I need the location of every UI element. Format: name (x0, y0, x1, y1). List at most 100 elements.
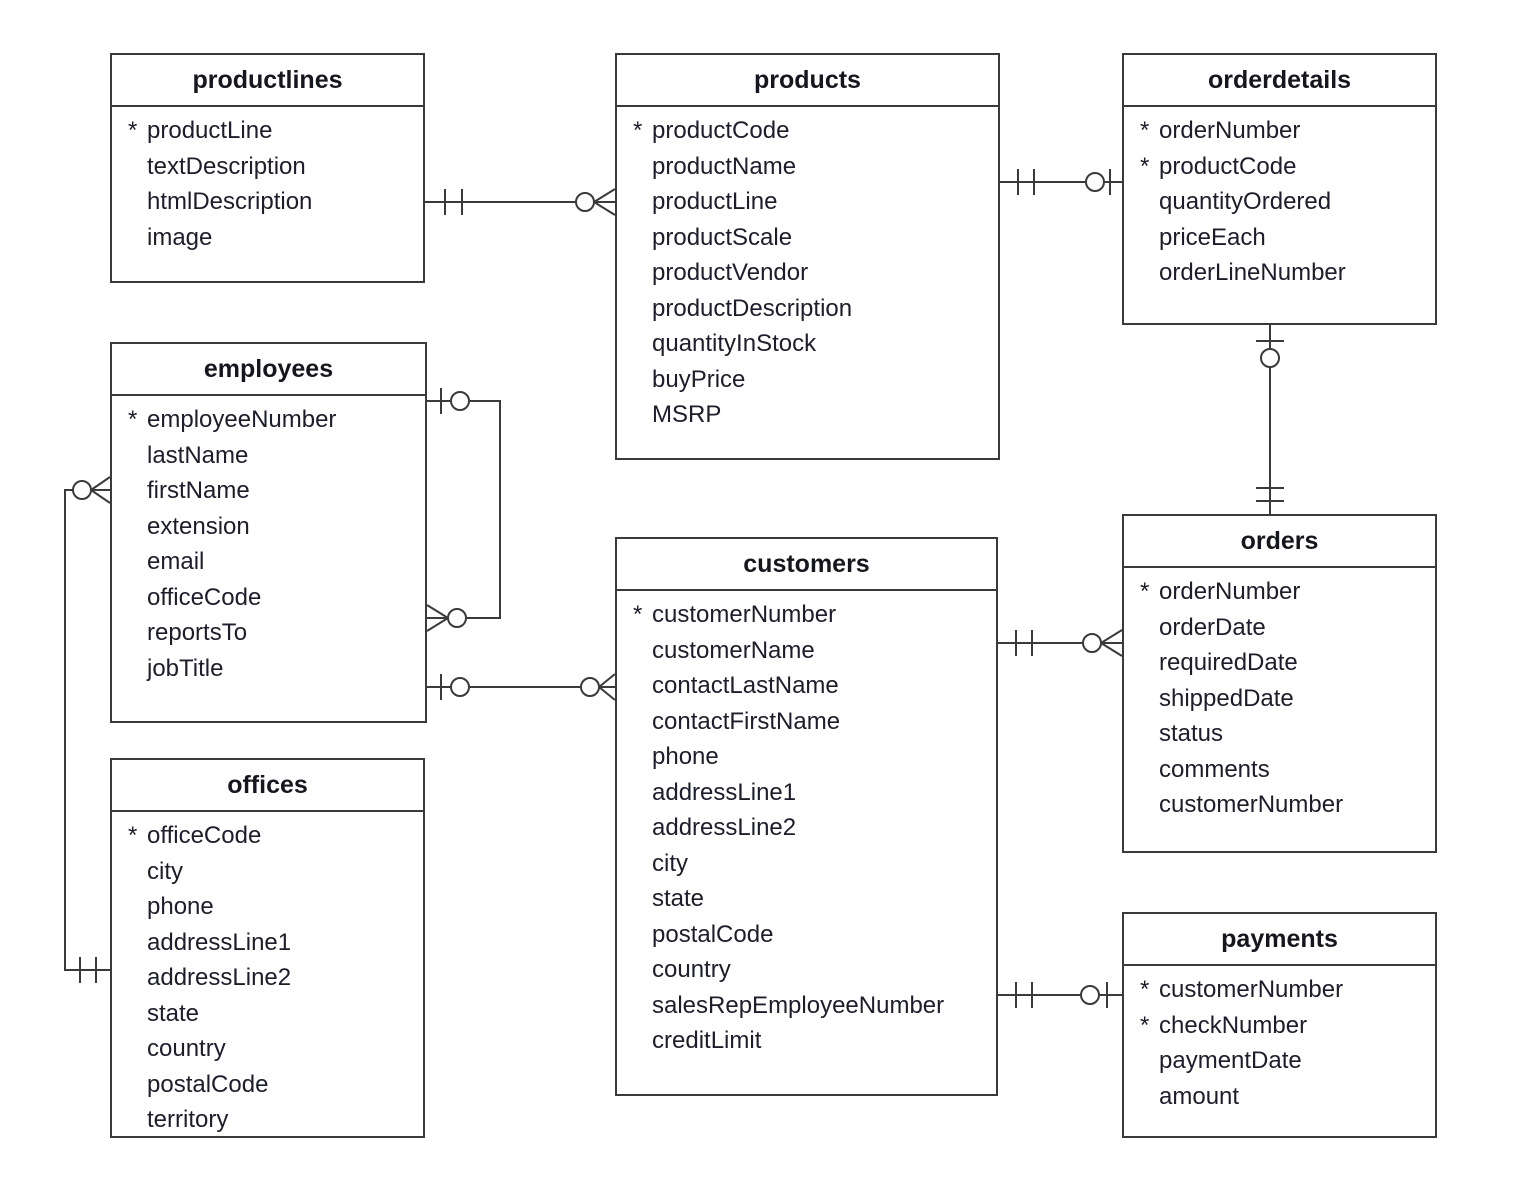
entity-title: orders (1124, 516, 1435, 568)
field-name: buyPrice (652, 365, 746, 393)
field-row: paymentDate (1140, 1043, 1431, 1079)
entity-products: products *productCode productName produc… (615, 53, 1000, 460)
field-row: quantityInStock (633, 326, 994, 362)
field-name: state (652, 885, 705, 912)
cardinality-zero-or-one (1085, 169, 1111, 195)
field-name: customerNumber (652, 601, 837, 628)
field-row: contactLastName (633, 668, 992, 704)
field-name: amount (1159, 1082, 1240, 1110)
field-row: amount (1140, 1079, 1431, 1115)
field-row: *orderNumber (1140, 574, 1431, 610)
field-row: *customerNumber (1140, 972, 1431, 1008)
cardinality-zero-or-many (580, 673, 616, 701)
entity-field-list: *orderNumber *productCode quantityOrdere… (1124, 107, 1435, 291)
entity-field-list: *productCode productName productLine pro… (617, 107, 998, 433)
field-row: image (128, 220, 419, 256)
field-row: addressLine1 (633, 775, 992, 811)
field-name: phone (147, 893, 214, 920)
entity-field-list: *customerNumber *checkNumber paymentDate… (1124, 966, 1435, 1114)
primary-key-star: * (1140, 117, 1150, 144)
field-row: comments (1140, 752, 1431, 788)
entity-productlines: productlines *productLine textDescriptio… (110, 53, 425, 283)
cardinality-zero-or-many (1082, 629, 1123, 657)
field-name: country (652, 956, 731, 983)
field-row: city (128, 854, 419, 890)
primary-key-star: * (128, 822, 138, 849)
primary-key-star: * (128, 117, 138, 144)
field-row: textDescription (128, 149, 419, 185)
entity-employees: employees *employeeNumber lastName first… (110, 342, 427, 723)
field-name: quantityInStock (652, 330, 817, 357)
field-name: textDescription (147, 152, 306, 180)
field-name: paymentDate (1159, 1047, 1302, 1074)
entity-customers: customers *customerNumber customerName c… (615, 537, 998, 1096)
cardinality-zero-or-many (426, 604, 467, 632)
entity-title: productlines (112, 55, 423, 107)
field-name: addressLine2 (147, 964, 292, 991)
field-name: addressLine2 (652, 814, 797, 841)
field-name: city (652, 849, 688, 877)
field-row: postalCode (128, 1067, 419, 1103)
field-name: state (147, 999, 200, 1027)
primary-key-star: * (633, 117, 643, 144)
field-name: checkNumber (1159, 1011, 1308, 1039)
field-row: productVendor (633, 255, 994, 291)
field-row: * officeCode (128, 818, 419, 854)
field-name: customerNumber (1159, 976, 1344, 1003)
field-name: officeCode (147, 822, 262, 849)
field-row: productDescription (633, 291, 994, 327)
field-name: country (147, 1035, 226, 1062)
field-name: jobTitle (147, 654, 224, 682)
field-row: addressLine1 (128, 925, 419, 961)
field-name: phone (652, 743, 719, 770)
cardinality-one-and-only-one (444, 189, 463, 215)
field-row: country (633, 952, 992, 988)
field-row: phone (128, 889, 419, 925)
cardinality-zero-or-one (1256, 340, 1284, 368)
field-row: *employeeNumber (128, 402, 421, 438)
field-name: image (147, 223, 213, 251)
field-name: postalCode (652, 920, 774, 948)
field-name: htmlDescription (147, 188, 313, 215)
connector-employees-self (426, 388, 501, 632)
field-row: productLine (633, 184, 994, 220)
cardinality-one-and-only-one (1015, 982, 1033, 1008)
field-name: lastName (147, 441, 249, 469)
primary-key-star: * (1140, 578, 1150, 605)
field-name: priceEach (1159, 223, 1266, 251)
cardinality-one-and-only-one (1017, 169, 1035, 195)
field-name: status (1159, 720, 1224, 747)
field-row: *checkNumber (1140, 1008, 1431, 1044)
entity-title: customers (617, 539, 996, 591)
field-name: MSRP (652, 401, 722, 428)
field-name: productScale (652, 223, 793, 251)
field-name: productDescription (652, 294, 853, 322)
field-name: reportsTo (147, 619, 248, 646)
cardinality-zero-or-many (72, 476, 111, 504)
field-name: addressLine1 (147, 928, 292, 956)
field-row: orderDate (1140, 610, 1431, 646)
primary-key-star: * (1140, 152, 1150, 180)
cardinality-one-and-only-one (79, 957, 97, 983)
field-name: orderNumber (1159, 117, 1301, 144)
connector-products-orderdetails (1000, 169, 1122, 195)
field-name: firstName (147, 477, 250, 504)
field-row: postalCode (633, 917, 992, 953)
field-name: email (147, 548, 205, 575)
field-row: shippedDate (1140, 681, 1431, 717)
connector-orderdetails-orders (1256, 325, 1284, 514)
field-row: status (1140, 716, 1431, 752)
field-name: officeCode (147, 583, 262, 611)
field-row: jobTitle (128, 651, 421, 687)
field-name: customerName (652, 636, 815, 664)
cardinality-one-and-only-one (1015, 630, 1033, 656)
field-name: productLine (652, 188, 778, 215)
cardinality-zero-or-many (575, 188, 616, 216)
field-name: contactLastName (652, 672, 839, 699)
field-row: buyPrice (633, 362, 994, 398)
connector-employees-customers (427, 673, 616, 701)
field-name: orderDate (1159, 613, 1266, 641)
field-name: comments (1159, 755, 1270, 783)
field-row: city (633, 846, 992, 882)
